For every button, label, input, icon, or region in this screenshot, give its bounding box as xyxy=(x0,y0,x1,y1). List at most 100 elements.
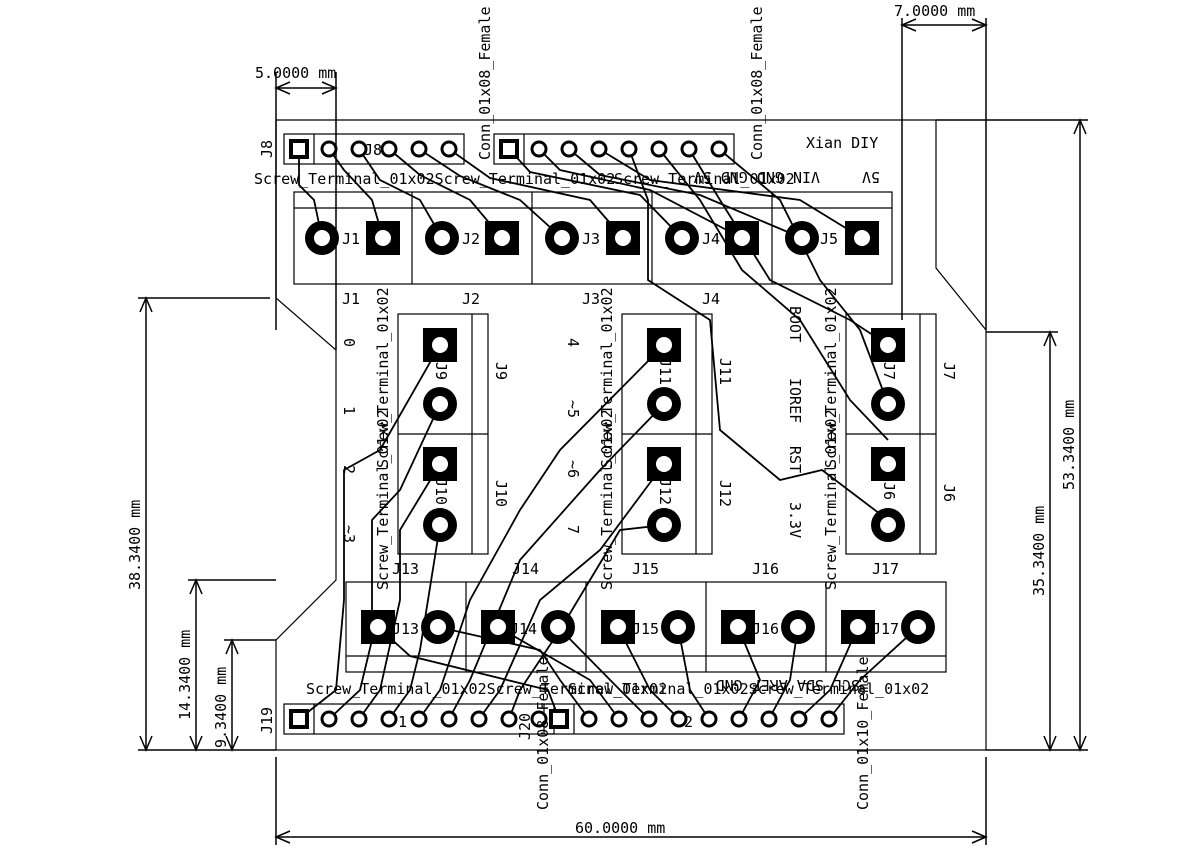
terminal-pad-square xyxy=(601,610,635,644)
pin1-left: 1 xyxy=(398,713,407,731)
terminal-pad-round xyxy=(661,610,695,644)
fab-j15: J15 xyxy=(632,560,659,578)
vertical-value-5: Screw_Terminal_01x02 xyxy=(822,287,840,468)
header-pad xyxy=(320,140,338,158)
header-pad xyxy=(590,140,608,158)
header-pad xyxy=(350,140,368,158)
pin-label-7: 7 xyxy=(564,525,582,534)
header-value-bottom-right: Conn_01x10_Female xyxy=(854,656,872,810)
vertical-value-1: Screw_Terminal_01x02 xyxy=(374,287,392,468)
dim-bottom-width: 60.0000 mm xyxy=(575,819,665,837)
ref-j17: J17 xyxy=(872,620,899,638)
terminal-pad-round xyxy=(305,221,339,255)
header-pad xyxy=(790,710,808,728)
fab-j17: J17 xyxy=(872,560,899,578)
vertical-value-3: Screw_Terminal_01x02 xyxy=(598,287,616,468)
ref-j14: J14 xyxy=(510,620,537,638)
terminal-pad-square xyxy=(725,221,759,255)
pin2-label: 2 xyxy=(684,713,693,731)
ref-j12: J12 xyxy=(656,478,674,505)
terminal-pad-round xyxy=(423,387,457,421)
terminal-pad-round xyxy=(425,221,459,255)
header-pad xyxy=(530,710,548,728)
label-rst: RST xyxy=(786,446,804,473)
ref-j9: J9 xyxy=(432,362,450,380)
fab-j1: J1 xyxy=(342,290,360,308)
j8-overlay: J8 xyxy=(364,141,382,159)
traces xyxy=(298,148,919,720)
header-pad xyxy=(610,710,628,728)
top-silk-mirror: VIN GND GND 5V xyxy=(694,168,820,186)
pin-label-1: 1 xyxy=(340,406,358,415)
header-pad-square xyxy=(289,709,309,729)
pin-label-4: 4 xyxy=(564,338,582,347)
pin-label-6: ~6 xyxy=(564,460,582,478)
ref-j1: J1 xyxy=(342,230,360,248)
terminal-pad-square xyxy=(871,328,905,362)
ref-j4: J4 xyxy=(702,230,720,248)
header-pad xyxy=(440,710,458,728)
label-boot: BOOT xyxy=(786,306,804,342)
terminal-pad-square xyxy=(845,221,879,255)
header-pad xyxy=(670,710,688,728)
bottom-silk-values: Screw_Terminal_01x02Screw_Terminal_01x02 xyxy=(306,680,667,698)
terminal-pad-square xyxy=(841,610,875,644)
terminal-pad-square xyxy=(423,447,457,481)
terminal-pad-round xyxy=(781,610,815,644)
fab-j11: J11 xyxy=(716,358,734,385)
header-pad xyxy=(620,140,638,158)
terminal-pad-square xyxy=(485,221,519,255)
fab-j16: J16 xyxy=(752,560,779,578)
j8-ref: J8 xyxy=(258,140,276,158)
ref-j15: J15 xyxy=(632,620,659,638)
terminal-pad-square xyxy=(366,221,400,255)
label-3v3: 3.3V xyxy=(786,502,804,538)
header-pads xyxy=(289,139,838,729)
header-pad xyxy=(640,710,658,728)
header-pad-square xyxy=(499,139,519,159)
terminal-pad-square xyxy=(647,328,681,362)
fab-j6: J6 xyxy=(940,484,958,502)
board-outline xyxy=(275,119,987,751)
board-title: Xian DIY xyxy=(806,134,878,152)
pin-label-3: ~3 xyxy=(340,525,358,543)
terminal-pad-round xyxy=(901,610,935,644)
vertical-value-6: Screw_Terminal_01x02 xyxy=(822,409,840,590)
dimension-labels: 5.0000 mm 7.0000 mm 60.0000 mm 53.3400 m… xyxy=(126,2,1078,837)
terminal-pad-square xyxy=(361,610,395,644)
vertical-value-2: Screw_Terminal_01x02 xyxy=(374,409,392,590)
header-pad xyxy=(350,710,368,728)
ref-j10: J10 xyxy=(432,478,450,505)
pin-label-5: ~5 xyxy=(564,400,582,418)
header-pad xyxy=(530,140,548,158)
terminal-pad-round xyxy=(665,221,699,255)
bottom-silk-values-2: Screw_Terminal_01x02Screw_Terminal_01x02 xyxy=(568,680,929,698)
ref-j7: J7 xyxy=(880,362,898,380)
vertical-value-4: Screw_Terminal_01x02 xyxy=(598,409,616,590)
header-pad xyxy=(470,710,488,728)
header-pad xyxy=(820,710,838,728)
pin-label-0: 0 xyxy=(340,338,358,347)
top-silk-values: Screw_Terminal_01x02Screw_Terminal_01x02 xyxy=(254,170,615,188)
terminal-pad-round xyxy=(647,387,681,421)
terminal-pad-round xyxy=(871,508,905,542)
header-pad xyxy=(730,710,748,728)
terminal-pad-round xyxy=(423,508,457,542)
dim-left-big: 38.3400 mm xyxy=(126,500,144,590)
terminal-pad-square xyxy=(606,221,640,255)
terminal-pad-round xyxy=(545,221,579,255)
top-silk-values-2: Screw_Terminal_01x02 xyxy=(614,170,795,188)
header-pad xyxy=(680,140,698,158)
terminal-pad-square xyxy=(871,447,905,481)
terminal-pad-square xyxy=(481,610,515,644)
header-pad xyxy=(500,710,518,728)
terminal-pads xyxy=(305,221,935,644)
j20-ref: J20 xyxy=(516,713,534,740)
header-pad xyxy=(410,140,428,158)
header-pad xyxy=(560,140,578,158)
terminal-pad-round xyxy=(541,610,575,644)
label-ioref: IOREF xyxy=(786,378,804,423)
ref-j3: J3 xyxy=(582,230,600,248)
header-pad-square xyxy=(549,709,569,729)
